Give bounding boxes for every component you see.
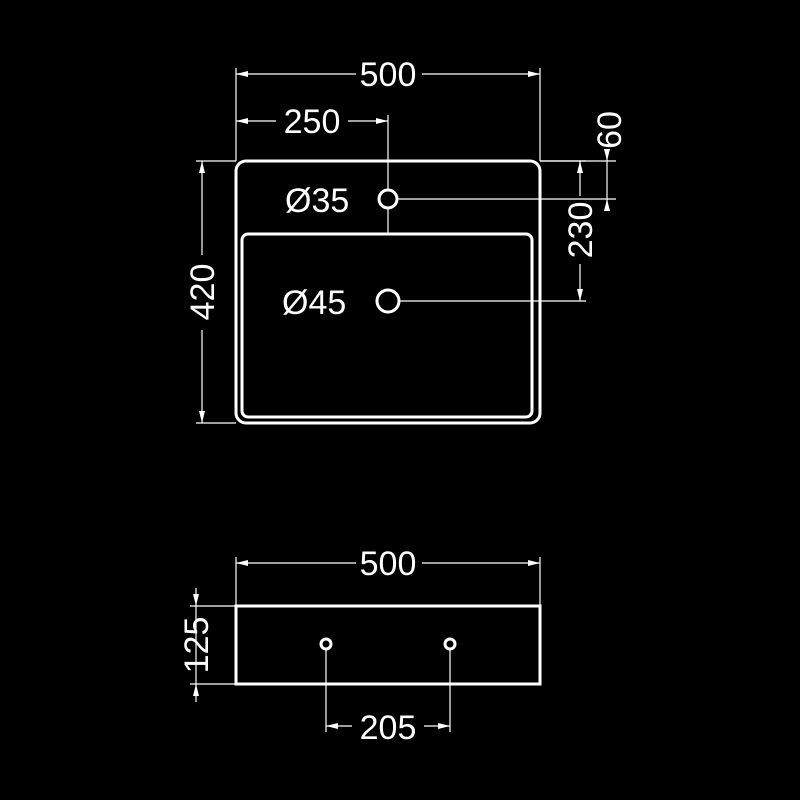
drain-distance-dimension: 230: [400, 160, 600, 302]
tap-offset-label: 250: [284, 103, 341, 141]
basin-inner-bowl: [240, 232, 534, 419]
tap-hole-label: Ø35: [285, 182, 349, 220]
mount-spacing-dimension: 205: [325, 650, 451, 747]
front-width-dimension: 500: [235, 545, 541, 606]
tap-hole-callout: Ø35: [285, 182, 349, 220]
drain-hole-label: Ø45: [282, 284, 346, 322]
drain-hole: [375, 288, 401, 314]
drain-distance-label: 230: [562, 202, 600, 259]
top-width-dimension: 500: [235, 56, 541, 161]
depth-dimension: 420: [184, 160, 236, 424]
basin-front-outline: [234, 604, 542, 686]
top-view: 500 250 Ø35 Ø45 420: [184, 56, 629, 425]
height-label: 125: [178, 617, 216, 674]
mount-hole-right: [443, 637, 457, 651]
mount-spacing-label: 205: [360, 709, 417, 747]
height-dimension: 125: [178, 588, 236, 702]
front-view: 500 125 205: [178, 545, 542, 747]
tap-edge-label: 60: [591, 111, 629, 149]
tap-edge-dimension: 60: [396, 111, 629, 211]
tap-offset-dimension: 250: [236, 103, 389, 234]
tap-hole: [377, 188, 399, 210]
front-width-label: 500: [360, 545, 417, 583]
mount-hole-left: [319, 637, 333, 651]
drain-hole-callout: Ø45: [282, 284, 346, 322]
depth-label: 420: [184, 264, 222, 321]
top-width-label: 500: [360, 56, 417, 94]
